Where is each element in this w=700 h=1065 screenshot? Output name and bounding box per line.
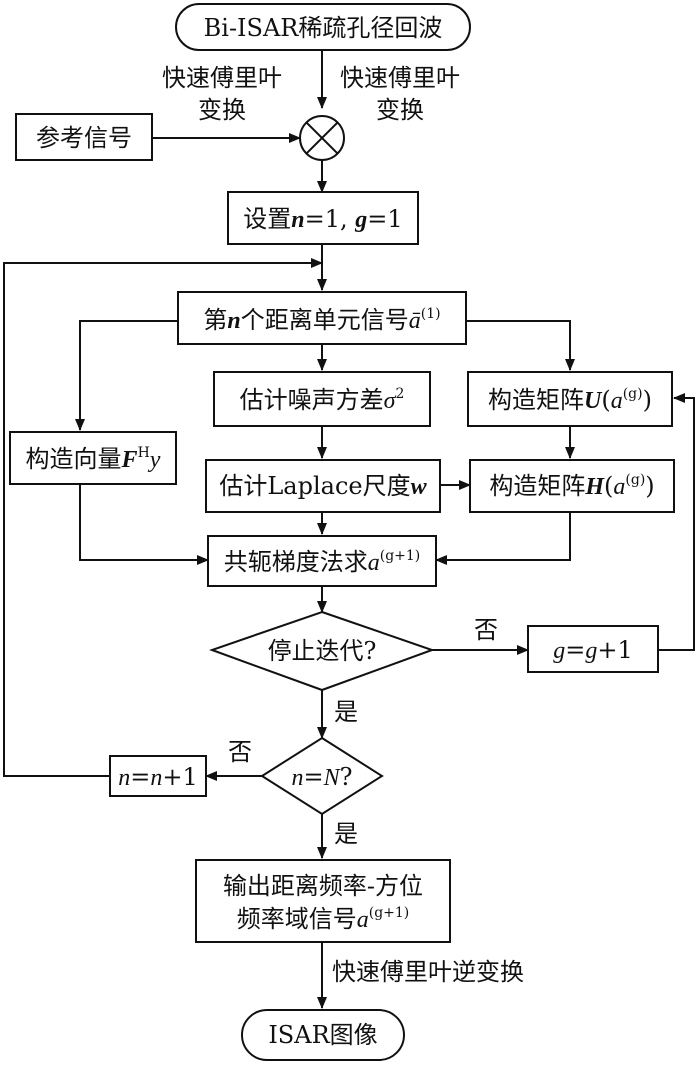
construct-vector-box [9,431,177,485]
n-update-label: n=n+1 [118,763,198,791]
node-n-update: n=n+1 [109,755,207,797]
g-update-box [527,625,659,673]
edge-nupdate-to-merge [3,258,323,777]
edge-gupdate-to-u [658,393,695,651]
laplace-scale-label: 估计Laplace尺度w [219,472,427,500]
output-line2: 频率域信号a(g+1) [237,905,410,933]
construct-vector-label: 构造向量FHy [26,445,161,473]
output-box [195,859,451,943]
start-label: Bi-ISAR稀疏孔径回波 [204,14,443,42]
node-conjugate-gradient: 共轭梯度法求a(g+1) [207,535,437,587]
conjugate-gradient-label: 共轭梯度法求a(g+1) [224,548,421,576]
node-construct-u: 构造矩阵U(a(g)) [467,371,673,427]
end-label: ISAR图像 [268,1021,377,1049]
node-output: 输出距离频率-方位 频率域信号a(g+1) [195,859,451,943]
stop-yes-label: 是 [334,698,358,726]
node-laplace-scale: 估计Laplace尺度w [205,459,441,513]
fft-left-line2: 变换 [198,96,246,124]
n-update-box [109,755,207,797]
node-reference-signal: 参考信号 [15,113,153,161]
edge-vector-to-cg [79,484,209,565]
fft-left-label: 快速傅里叶 变换 [162,64,282,124]
construct-u-label: 构造矩阵U(a(g)) [488,386,652,414]
end-terminal [241,1009,405,1061]
n-yes-label: 是 [334,820,358,848]
g-update-label: g=g+1 [553,636,633,664]
node-n-decision: n=N? [260,736,384,816]
fft-right-label: 快速傅里叶 变换 [340,64,460,124]
fft-right-line2: 变换 [376,96,424,124]
init-box [227,191,419,245]
node-start: Bi-ISAR稀疏孔径回波 [175,3,471,51]
construct-h-label: 构造矩阵H(a(g)) [489,472,654,500]
conjugate-gradient-box [207,535,437,587]
node-construct-h: 构造矩阵H(a(g)) [469,459,675,513]
node-range-cell: 第n个距离单元信号ā(1) [177,291,467,345]
n-decision-label: n=N? [292,763,353,791]
reference-signal-label: 参考信号 [36,124,132,152]
mixer-cross-b [305,121,339,155]
n-no-label: 否 [228,738,252,766]
start-terminal [175,3,471,51]
construct-u-box [467,371,673,427]
ifft-label: 快速傅里叶逆变换 [332,958,524,986]
node-init: 设置n=1, g=1 [227,191,419,245]
node-noise-variance: 估计噪声方差σ2 [213,371,431,427]
edge-h-to-cg [435,512,571,565]
noise-variance-label: 估计噪声方差σ2 [240,386,405,414]
edge-labels: 否 是 否 是 快速傅里叶逆变换 [228,616,524,986]
node-g-update: g=g+1 [527,625,659,673]
connectors [3,50,695,1009]
edge-rangecell-to-u [466,320,575,371]
laplace-scale-box [205,459,441,513]
node-end: ISAR图像 [241,1009,405,1061]
stop-decision-diamond [209,610,435,692]
noise-variance-box [213,371,431,427]
range-cell-box [177,291,467,345]
stop-decision-label: 停止迭代? [268,637,377,665]
range-cell-label: 第n个距离单元信号ā(1) [203,306,440,334]
init-label: 设置n=1, g=1 [243,205,402,233]
fft-right-line1: 快速傅里叶 [340,64,460,92]
node-construct-vector: 构造向量FHy [9,431,177,485]
fft-left-line1: 快速傅里叶 [162,64,282,92]
output-line1: 输出距离频率-方位 [223,872,423,900]
edge-rangecell-to-vector [75,320,178,431]
n-decision-diamond [260,736,384,816]
construct-h-box [469,459,675,513]
node-stop-decision: 停止迭代? [209,610,435,692]
reference-signal-box [15,113,153,161]
stop-no-label: 否 [474,616,498,644]
mixer-icon [299,115,345,161]
